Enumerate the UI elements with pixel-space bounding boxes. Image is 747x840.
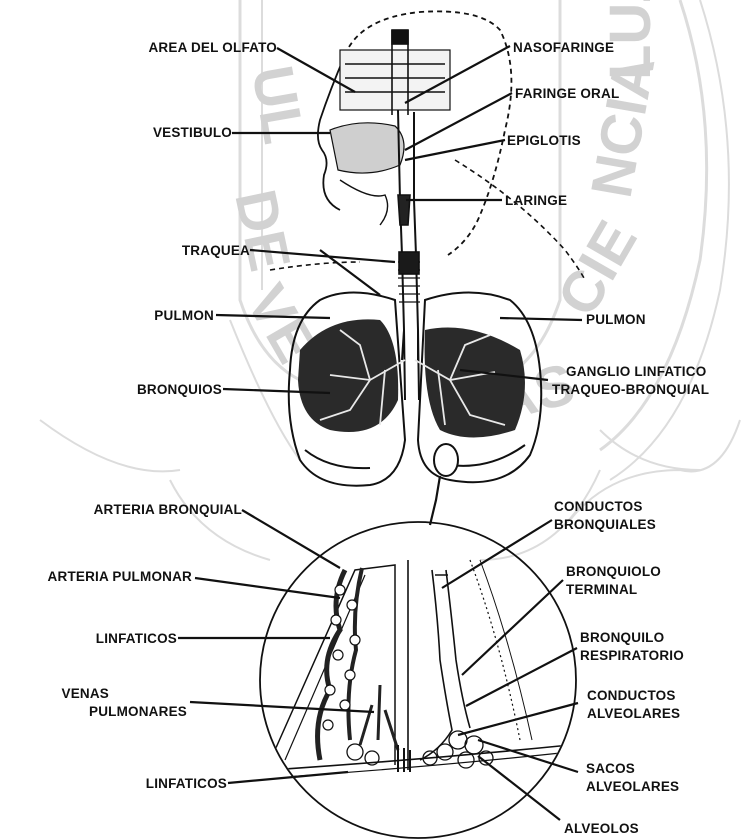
label-traquea: TRAQUEA bbox=[182, 242, 250, 259]
leader-linfaticos-2 bbox=[228, 772, 348, 783]
label-conductos-alveolares-2: ALVEOLARES bbox=[587, 705, 680, 722]
label-vestibulo: VESTIBULO bbox=[153, 124, 232, 141]
label-ganglio-2: TRAQUEO-BRONQUIAL bbox=[552, 381, 709, 398]
label-alveolos: ALVEOLOS bbox=[564, 820, 639, 837]
label-linfaticos-2: LINFATICOS bbox=[146, 775, 227, 792]
label-pulmon-left: PULMON bbox=[154, 307, 214, 324]
leader-arteria-pulmonar bbox=[195, 578, 340, 598]
label-pulmon-right: PULMON bbox=[586, 311, 646, 328]
label-ganglio-1: GANGLIO LINFATICO bbox=[566, 363, 706, 380]
label-bronquilo-respiratorio-2: RESPIRATORIO bbox=[580, 647, 684, 664]
label-sacos-2: ALVEOLARES bbox=[586, 778, 679, 795]
label-epiglotis: EPIGLOTIS bbox=[507, 132, 581, 149]
label-arteria-bronquial: ARTERIA BRONQUIAL bbox=[94, 501, 242, 518]
label-laringe: LARINGE bbox=[505, 192, 567, 209]
leader-conductos-bronquiales bbox=[442, 520, 552, 588]
leader-conductos-alveolares bbox=[458, 703, 578, 735]
label-nasofaringe: NASOFARINGE bbox=[513, 39, 614, 56]
label-arteria-pulmonar: ARTERIA PULMONAR bbox=[48, 568, 192, 585]
label-conductos-alveolares-1: CONDUCTOS bbox=[587, 687, 676, 704]
label-faringe-oral: FARINGE ORAL bbox=[515, 85, 619, 102]
lungs bbox=[289, 293, 542, 526]
label-linfaticos-1: LINFATICOS bbox=[96, 630, 177, 647]
label-bronquiolo-terminal-1: BRONQUIOLO bbox=[566, 563, 661, 580]
leader-alveolos bbox=[478, 756, 560, 820]
label-bronquios: BRONQUIOS bbox=[137, 381, 222, 398]
leader-pulmon-right bbox=[500, 318, 582, 320]
label-area-olfato: AREA DEL OLFATO bbox=[148, 39, 277, 56]
leader-traquea-2 bbox=[320, 250, 380, 295]
label-venas-1: VENAS bbox=[61, 685, 109, 702]
label-sacos-1: SACOS bbox=[586, 760, 635, 777]
alveolar-magnification bbox=[260, 522, 576, 838]
label-bronquilo-respiratorio-1: BRONQUILO bbox=[580, 629, 664, 646]
label-conductos-bronquiales-2: BRONQUIALES bbox=[554, 516, 656, 533]
leader-arteria-bronquial bbox=[242, 510, 340, 568]
svg-text:DE: DE bbox=[222, 184, 302, 276]
svg-text:UL: UL bbox=[239, 61, 316, 148]
label-bronquiolo-terminal-2: TERMINAL bbox=[566, 581, 637, 598]
label-conductos-bronquiales-1: CONDUCTOS bbox=[554, 498, 643, 515]
label-venas-2: PULMONARES bbox=[89, 703, 187, 720]
